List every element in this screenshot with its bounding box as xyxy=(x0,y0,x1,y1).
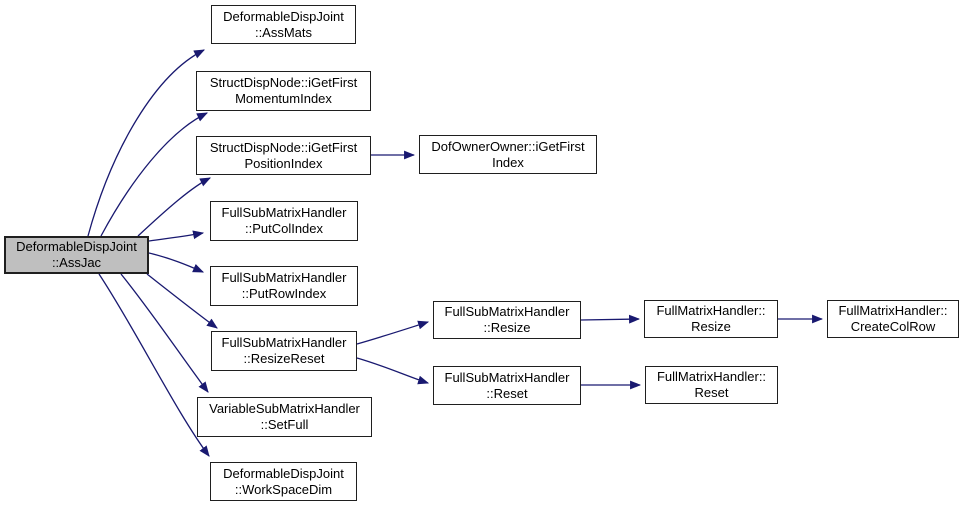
node-label-line1: FullSubMatrixHandler xyxy=(444,304,570,319)
node-label-line1: DeformableDispJoint xyxy=(223,8,344,24)
node-deformabledispjoint-workspacedim[interactable]: DeformableDispJoint ::WorkSpaceDim xyxy=(210,462,357,501)
node-label-line1: DeformableDispJoint xyxy=(16,239,137,254)
node-label-line2: ::AssJac xyxy=(51,255,102,270)
node-fullsubmatrixhandler-resizereset[interactable]: FullSubMatrixHandler ::ResizeReset xyxy=(211,331,357,371)
node-fullsubmatrixhandler-putrowindex[interactable]: FullSubMatrixHandler ::PutRowIndex xyxy=(210,266,358,306)
node-label-line1: StructDispNode::iGetFirst xyxy=(209,75,358,90)
node-label-line1: FullMatrixHandler:: xyxy=(656,303,766,318)
node-label-line1: FullMatrixHandler:: xyxy=(656,369,767,384)
edge-subresize-fullresize xyxy=(580,314,641,324)
edge-assjac-workspacedim xyxy=(98,273,210,457)
node-label-line2: ::Reset xyxy=(486,385,528,401)
node-fullmatrixhandler-reset[interactable]: FullMatrixHandler:: Reset xyxy=(645,366,778,404)
node-label-line2: ::ResizeReset xyxy=(243,351,325,366)
node-label-line2: ::AssMats xyxy=(254,24,313,40)
node-label-line1: FullMatrixHandler:: xyxy=(838,303,948,318)
node-label-line2: MomentumIndex xyxy=(235,91,332,106)
node-deformabledispjoint-assmats[interactable]: DeformableDispJoint ::AssMats xyxy=(211,5,356,44)
node-fullsubmatrixhandler-putcolindex[interactable]: FullSubMatrixHandler ::PutColIndex xyxy=(210,201,358,241)
node-fullmatrixhandler-resize[interactable]: FullMatrixHandler:: Resize xyxy=(644,300,778,338)
node-label-line1: FullSubMatrixHandler xyxy=(221,335,347,350)
edge-resizereset-subreset xyxy=(356,357,430,385)
node-label-line1: StructDispNode::iGetFirst xyxy=(209,139,358,155)
node-label-line2: ::PutColIndex xyxy=(244,221,324,236)
node-label-line2: ::SetFull xyxy=(260,417,309,432)
node-variablesubmatrixhandler-setfull[interactable]: VariableSubMatrixHandler ::SetFull xyxy=(197,397,372,437)
node-label-line2: Index xyxy=(492,154,524,170)
node-label-line1: FullSubMatrixHandler xyxy=(444,369,570,385)
edge-assjac-setfull xyxy=(120,273,209,393)
node-label-line1: FullSubMatrixHandler xyxy=(221,205,347,220)
node-label-line1: DeformableDispJoint xyxy=(223,465,344,481)
node-fullmatrixhandler-createcolrow[interactable]: FullMatrixHandler:: CreateColRow xyxy=(827,300,959,338)
edge-assjac-assmats xyxy=(87,49,205,237)
edge-assjac-resizereset xyxy=(146,273,218,329)
node-label-line2: CreateColRow xyxy=(850,319,936,334)
node-label-line2: PositionIndex xyxy=(244,155,323,171)
node-fullsubmatrixhandler-reset[interactable]: FullSubMatrixHandler ::Reset xyxy=(433,366,581,405)
node-label-line1: FullSubMatrixHandler xyxy=(221,270,347,285)
edge-assjac-putrow xyxy=(148,252,205,273)
node-dofownerowner-igetfirstindex[interactable]: DofOwnerOwner::iGetFirst Index xyxy=(419,135,597,174)
node-fullsubmatrixhandler-resize[interactable]: FullSubMatrixHandler ::Resize xyxy=(433,301,581,339)
node-label-line1: DofOwnerOwner::iGetFirst xyxy=(431,138,585,154)
node-label-line1: VariableSubMatrixHandler xyxy=(209,401,360,416)
edge-assjac-position xyxy=(137,177,211,237)
node-deformabledispjoint-assjac: DeformableDispJoint ::AssJac xyxy=(4,236,149,274)
edge-assjac-putcol xyxy=(148,230,205,242)
node-label-line2: ::PutRowIndex xyxy=(241,286,327,301)
node-label-line2: Resize xyxy=(691,319,731,334)
node-structdispnode-igetfirstpositionindex[interactable]: StructDispNode::iGetFirst PositionIndex xyxy=(196,136,371,175)
edge-resizereset-subresize xyxy=(356,320,430,345)
edge-assjac-momentum xyxy=(100,112,208,237)
node-label-line2: Reset xyxy=(694,385,729,400)
node-structdispnode-igetfirstmomentumindex[interactable]: StructDispNode::iGetFirst MomentumIndex xyxy=(196,71,371,111)
node-label-line2: ::Resize xyxy=(483,320,531,335)
node-label-line2: ::WorkSpaceDim xyxy=(234,481,333,497)
